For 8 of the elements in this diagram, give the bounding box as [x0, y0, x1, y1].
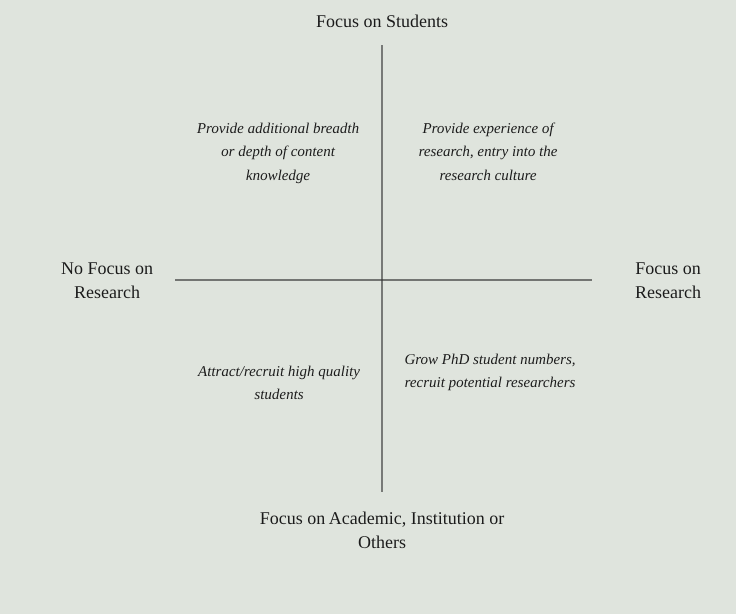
axis-label: Focus on Students — [314, 10, 449, 33]
axis-label: Focus on Academic, Institution or Others — [258, 507, 506, 554]
quadrant-text: Provide additional breadth or depth of content knowledge — [196, 120, 360, 186]
axis-label: No Focus on Research — [60, 257, 154, 304]
quadrant-text: Attract/recruit high quality students — [196, 363, 361, 406]
axis-label: Focus on Research — [634, 257, 702, 304]
quadrant-text: Provide experience of research, entry into the research culture — [418, 120, 558, 186]
quadrant-text: Grow PhD student numbers, recruit potential researchers — [403, 351, 577, 394]
